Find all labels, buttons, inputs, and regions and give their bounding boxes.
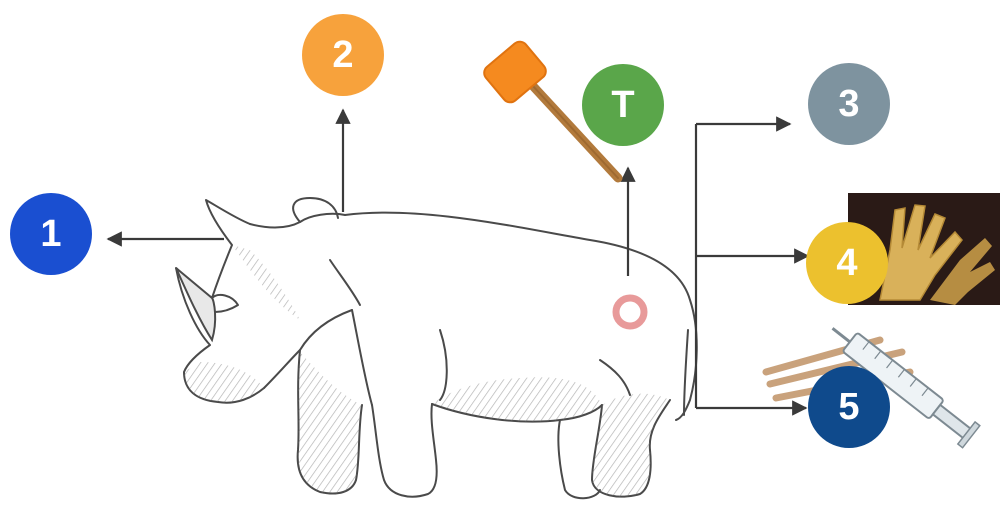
badge-t-label: T <box>611 84 634 127</box>
front-horn <box>176 268 215 340</box>
sample-site-marker <box>616 298 644 326</box>
rhino-shading <box>184 245 670 497</box>
badge-t: T <box>582 64 664 146</box>
badge-3: 3 <box>808 63 890 145</box>
badge-5-label: 5 <box>838 386 859 429</box>
badge-3-label: 3 <box>838 83 859 126</box>
badge-1: 1 <box>10 193 92 275</box>
badge-2: 2 <box>302 14 384 96</box>
badge-2-label: 2 <box>332 34 353 77</box>
badge-1-label: 1 <box>40 213 61 256</box>
badge-4: 4 <box>806 222 888 304</box>
badge-5: 5 <box>808 366 890 448</box>
badge-4-label: 4 <box>836 242 857 285</box>
